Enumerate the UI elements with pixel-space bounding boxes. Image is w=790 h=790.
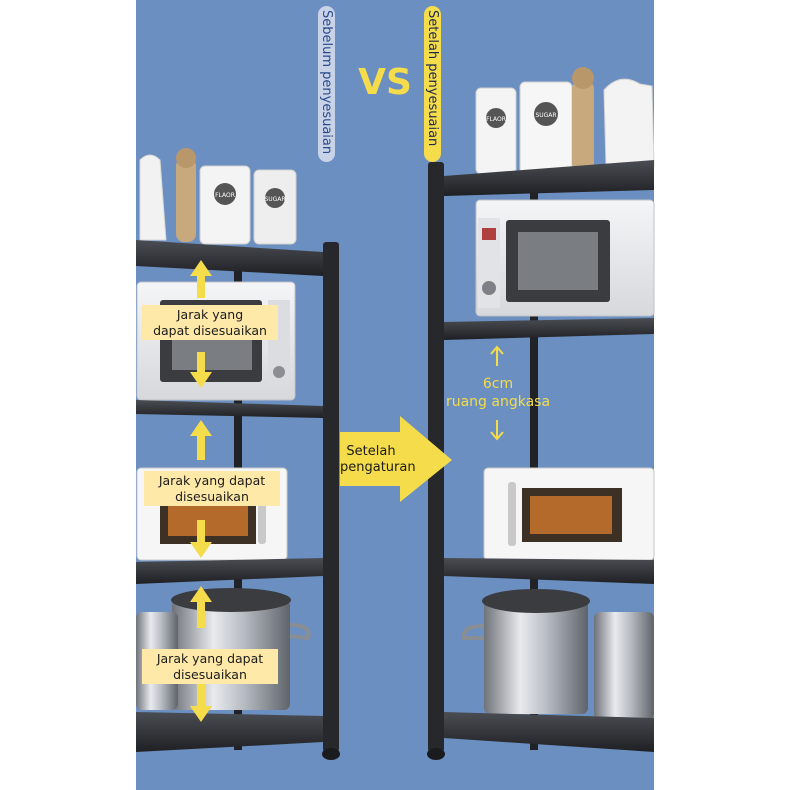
right-gap-arrows <box>490 345 504 441</box>
pitcher-right <box>603 78 655 167</box>
grinder-left <box>176 158 196 242</box>
grinder-right <box>572 80 594 172</box>
left-adjust-arrows <box>190 260 212 722</box>
left-shelf-2 <box>136 400 323 418</box>
left-shelf-bottom <box>136 712 323 752</box>
arrow-up-2 <box>190 420 212 460</box>
right-pot-large <box>484 600 588 714</box>
canister-left-2-text: SUGAR <box>264 196 285 203</box>
adjust-label-3-line2: disesuaikan <box>173 666 247 682</box>
right-rack: FLAOR SUGAR <box>427 67 655 760</box>
left-shelf-3 <box>136 558 323 584</box>
canister-right-1-text: FLAOR <box>486 116 506 123</box>
canister-right-1 <box>475 87 517 175</box>
canister-left-1-text: FLAOR <box>215 192 235 199</box>
center-arrow <box>340 416 452 502</box>
adjust-label-3-line1: Jarak yang dapat <box>156 651 264 666</box>
gap-value: 6cm <box>482 376 514 392</box>
arrow-up-3 <box>190 586 212 628</box>
arrow-up-gap <box>490 345 504 366</box>
right-pot-small <box>594 612 654 720</box>
adjust-label-1-line2: dapat disesuaikan <box>153 322 267 338</box>
right-shelf-3 <box>444 558 654 584</box>
adjust-label-2-line1: Jarak yang dapat <box>158 473 266 488</box>
right-shelf-1 <box>444 160 654 196</box>
center-arrow-line1: Setelah <box>346 444 396 459</box>
vs-text: VS <box>358 62 412 103</box>
left-rack-pole <box>323 242 339 752</box>
center-arrow-label: Setelah pengaturan <box>340 444 416 477</box>
adjust-label-3: Jarak yang dapat disesuaikan <box>142 649 278 685</box>
gap-text: ruang angkasa <box>445 393 551 410</box>
canister-right-2-text: SUGAR <box>535 112 556 119</box>
arrow-down-gap <box>490 420 504 441</box>
adjust-label-1-line1: Jarak yang <box>176 307 244 322</box>
center-arrow-line2: pengaturan <box>340 460 416 476</box>
right-shelf-bottom <box>444 712 654 752</box>
arrow-down-2 <box>190 520 212 558</box>
arrow-up-1 <box>190 260 212 298</box>
adjust-label-2: Jarak yang dapat disesuaikan <box>144 471 280 507</box>
after-label: Setelah penyesuaian <box>424 6 441 162</box>
arrow-down-1 <box>190 352 212 388</box>
left-shelf-1 <box>136 240 323 276</box>
adjust-label-1: Jarak yang dapat disesuaikan <box>142 305 278 341</box>
right-shelf-2 <box>444 318 654 340</box>
canister-right-2 <box>519 81 573 175</box>
gap-label: 6cm ruang angkasa <box>436 376 560 411</box>
arrow-down-3 <box>190 684 212 722</box>
pitcher-left <box>139 154 167 241</box>
before-label: Sebelum penyesuaian <box>318 6 335 162</box>
adjust-label-2-line2: disesuaikan <box>175 488 249 504</box>
